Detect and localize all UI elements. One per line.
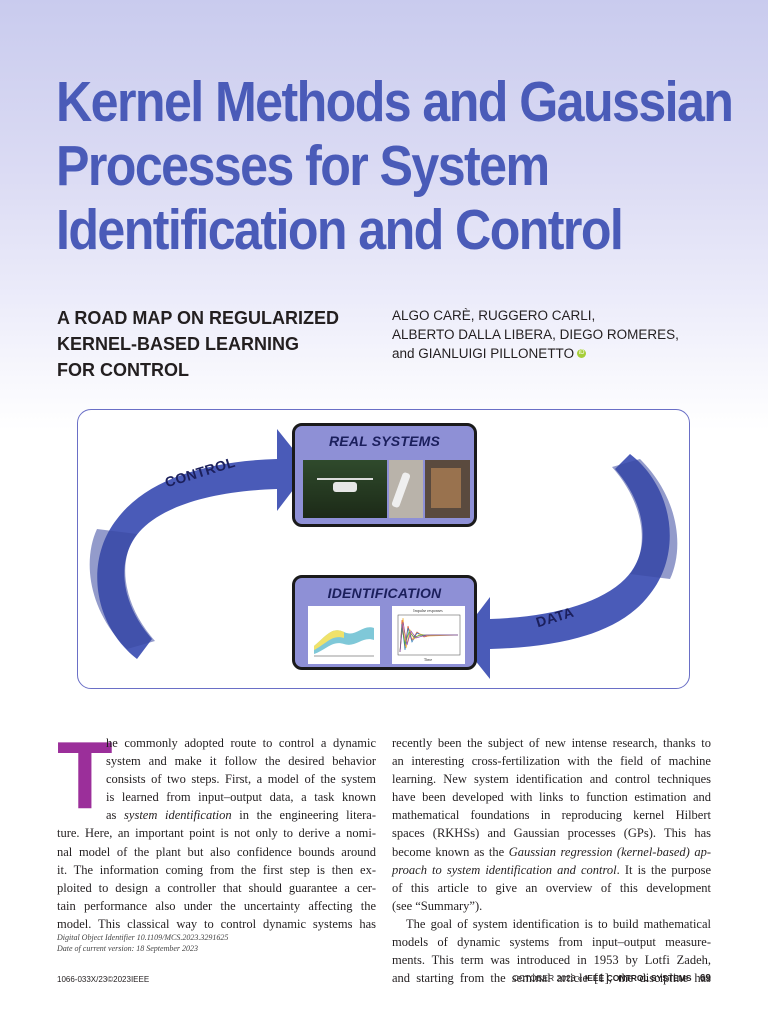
subtitle-line: A ROAD MAP ON REGULARIZED bbox=[57, 308, 340, 328]
body-line: spaces (RKHSs) and Gaussian processes (G… bbox=[392, 826, 711, 841]
drone-rotor bbox=[317, 478, 373, 480]
body-line: system and make it follow the desired be… bbox=[106, 754, 376, 769]
robot-arm-photo bbox=[389, 460, 423, 518]
doi-line: Digital Object Identifier 10.1109/MCS.20… bbox=[57, 933, 229, 942]
control-arrow bbox=[97, 429, 309, 659]
identification-box: IDENTIFICATION Impulse responses Time bbox=[292, 575, 477, 670]
author-line: ALGO CARÈ, RUGGERO CARLI, bbox=[392, 308, 596, 323]
body-line: mathematical foundations in reproducing … bbox=[392, 808, 711, 823]
issn-footer: 1066-033X/23©2023IEEE bbox=[57, 975, 150, 984]
body-line: ments. This term was introduced in 1953 … bbox=[392, 953, 711, 968]
data-arrow bbox=[458, 454, 670, 679]
subtitle-line: KERNEL-BASED LEARNING bbox=[57, 334, 300, 354]
body-line: (see “Summary”). bbox=[392, 898, 483, 913]
subtitle-line: FOR CONTROL bbox=[57, 360, 189, 380]
body-line: models of dynamic systems from input–out… bbox=[392, 935, 711, 950]
body-line: proach to system identification and cont… bbox=[392, 862, 711, 877]
body-line: and starting from the seminal article [1… bbox=[392, 971, 711, 986]
real-systems-title: REAL SYSTEMS bbox=[328, 433, 441, 449]
body-line: ploited to design a controller that shou… bbox=[57, 880, 376, 895]
author-list: ALGO CARÈ, RUGGERO CARLI, ALBERTO DALLA … bbox=[392, 306, 732, 363]
article-subtitle: A ROAD MAP ON REGULARIZED KERNEL-BASED L… bbox=[57, 305, 377, 383]
body-line: nal model of the plant but also confiden… bbox=[57, 844, 376, 859]
robot-arm-link bbox=[391, 471, 411, 509]
body-line: he commonly adopted route to control a d… bbox=[106, 736, 376, 750]
body-line: consists of two steps. First, a model of… bbox=[106, 772, 376, 787]
surface-plot bbox=[308, 606, 380, 664]
body-line: learning. New system identification and … bbox=[392, 772, 711, 787]
article-title: Kernel Methods and Gaussian Processes fo… bbox=[56, 70, 734, 262]
body-line: model. This classical way to control dyn… bbox=[57, 916, 376, 931]
author-line: ALBERTO DALLA LIBERA, DIEGO ROMERES, bbox=[392, 327, 679, 342]
plot-xlabel: Time bbox=[424, 657, 433, 662]
left-column: he commonly adopted route to control a d… bbox=[57, 734, 376, 933]
body-line: of this article to give an overview of t… bbox=[392, 880, 711, 895]
body-line: ture. Here, an important point is not on… bbox=[57, 826, 376, 841]
drone-body bbox=[333, 482, 357, 492]
date-line: Date of current version: 18 September 20… bbox=[57, 944, 199, 953]
body-line: recently been the subject of new intense… bbox=[392, 736, 711, 750]
page-number: 69 bbox=[699, 973, 711, 984]
body-line: an interesting cross-fertilization with … bbox=[392, 754, 711, 769]
robot-photo bbox=[425, 460, 470, 518]
impulse-response-graphic: Impulse responses Time bbox=[397, 608, 461, 662]
body-line: it. The information coming from the firs… bbox=[57, 862, 376, 877]
plot-title: Impulse responses bbox=[413, 608, 443, 613]
orcid-icon[interactable]: iD bbox=[577, 349, 587, 358]
road-map-diagram bbox=[89, 429, 678, 679]
body-line: as system identification in the engineer… bbox=[106, 806, 376, 824]
data-arrow-shadow bbox=[612, 459, 678, 579]
footnote: Digital Object Identifier 10.1109/MCS.20… bbox=[57, 932, 357, 954]
body-line: The goal of system identification is to … bbox=[406, 916, 711, 931]
impulse-response-plot: Impulse responses Time bbox=[392, 606, 465, 664]
body-line: tain performance also under the uncertai… bbox=[57, 898, 376, 913]
title-line: Kernel Methods and Gaussian bbox=[56, 70, 734, 134]
real-systems-box: REAL SYSTEMS bbox=[292, 423, 477, 527]
control-arrow-shadow bbox=[89, 529, 155, 649]
author-line-text: and GIANLUIGI PILLONETTO bbox=[392, 346, 575, 361]
body-line-text: as system identification in the engineer… bbox=[106, 808, 376, 823]
drop-cap: T bbox=[57, 722, 113, 829]
body-line: is learned from input–output data, a tas… bbox=[106, 790, 376, 805]
identification-title: IDENTIFICATION bbox=[327, 585, 442, 601]
running-footer: OCTOBER 2023 « IEEE CONTROL SYSTEMS 69 bbox=[512, 973, 711, 984]
body-line: become known as the Gaussian regression … bbox=[392, 844, 712, 859]
right-column: recently been the subject of new intense… bbox=[392, 734, 711, 987]
title-line: Processes for System bbox=[56, 134, 550, 198]
footer-magazine: IEEE CONTROL SYSTEMS bbox=[584, 973, 692, 983]
footer-date: OCTOBER 2023 bbox=[512, 973, 576, 983]
robot-photo-detail bbox=[431, 468, 461, 508]
footer-separator: « bbox=[577, 973, 583, 983]
body-line: have been developed with links to functi… bbox=[392, 790, 711, 805]
surface-plot-graphic bbox=[314, 627, 374, 657]
title-line: Identification and Control bbox=[56, 198, 624, 262]
drone-photo bbox=[303, 460, 387, 518]
